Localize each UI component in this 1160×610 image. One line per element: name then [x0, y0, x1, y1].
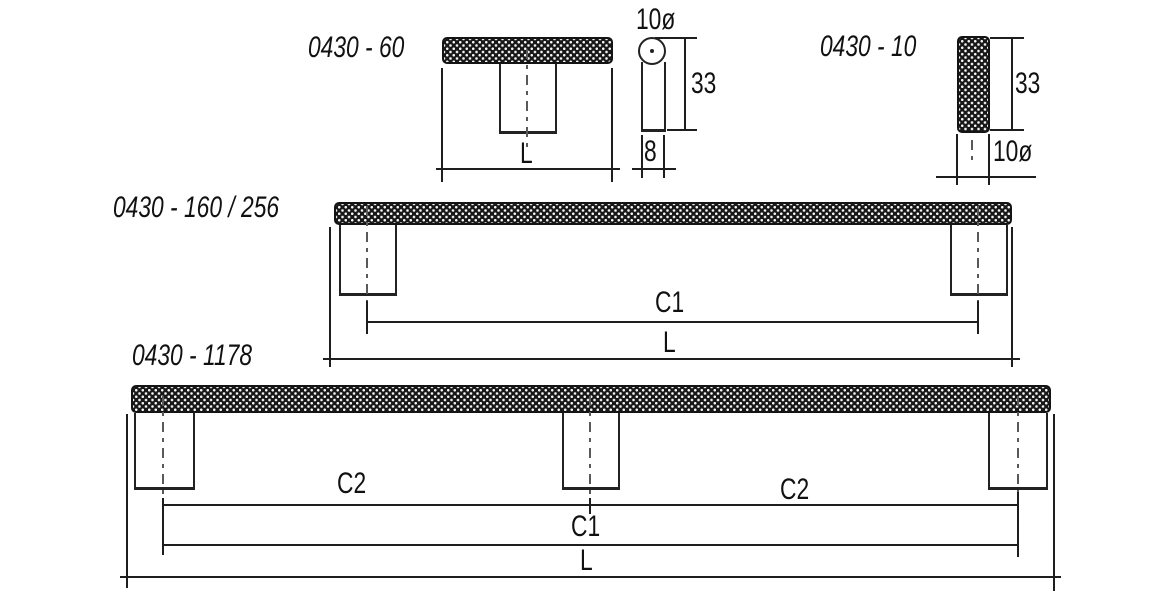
centers-extension-line-right — [1017, 492, 1019, 557]
centers-extension-line-right — [977, 301, 979, 334]
height-extension-line-bottom — [667, 129, 697, 131]
length-extension-line-right — [611, 68, 613, 182]
part-code-0430-1178: 0430 - 1178 — [132, 339, 253, 372]
centers-dimension-label: C1 — [571, 510, 601, 543]
neck-width-dimension-line — [632, 168, 676, 170]
post-centerline-right — [977, 206, 979, 304]
post-centerline-middle — [589, 396, 591, 500]
length-dimension-line — [436, 168, 620, 170]
post-side-profile — [641, 62, 666, 132]
height-dimension-line — [1011, 38, 1013, 131]
diameter-extension-line-left — [956, 134, 958, 185]
diameter-dimension-label: 10ø — [636, 3, 676, 36]
mounting-post-left — [339, 225, 397, 296]
c2-dimension-label-right: C2 — [780, 473, 810, 506]
height-dimension-label: 33 — [691, 67, 717, 100]
height-extension-line-top — [655, 37, 697, 39]
mounting-post-left — [134, 413, 195, 490]
knurled-handle-bar — [131, 385, 1051, 413]
c2-dimension-label-left: C2 — [337, 467, 367, 500]
circle-center-dot — [650, 49, 654, 53]
part-code-0430-10: 0430 - 10 — [820, 30, 917, 63]
knurled-knob — [957, 36, 990, 133]
height-extension-line-top — [990, 37, 1024, 39]
knurled-handle-bar — [334, 202, 1012, 225]
post-centerline-left — [366, 206, 368, 304]
part-code-0430-60: 0430 - 60 — [308, 31, 405, 64]
height-dimension-label: 33 — [1015, 67, 1041, 100]
post-centerline — [526, 49, 528, 149]
length-extension-line-right — [1011, 227, 1013, 367]
length-dimension-label: L — [520, 137, 533, 170]
c2-dimension-line — [162, 504, 1019, 506]
neck-extension-line-right — [663, 135, 665, 178]
knob-centerline — [971, 140, 973, 160]
centers-dimension-label: C1 — [655, 286, 685, 319]
diameter-extension-line-right — [988, 134, 990, 185]
centers-dimension-line — [162, 544, 1019, 546]
length-dimension-label: L — [580, 544, 593, 577]
mounting-post — [499, 64, 557, 134]
post-centerline-left — [162, 396, 164, 500]
length-dimension-label: L — [663, 326, 676, 359]
length-extension-line-left — [126, 414, 128, 588]
length-dimension-line — [120, 576, 1061, 578]
mounting-post-middle — [562, 413, 620, 490]
length-extension-line-left — [441, 68, 443, 182]
diameter-dimension-label: 10ø — [993, 135, 1033, 168]
post-centerline-right — [1017, 396, 1019, 500]
length-dimension-line — [323, 358, 1020, 360]
neck-width-dimension-label: 8 — [644, 135, 657, 168]
length-extension-line-left — [329, 227, 331, 367]
part-code-0430-160-256: 0430 - 160 / 256 — [113, 191, 280, 224]
centers-extension-line-left — [366, 301, 368, 334]
height-dimension-line — [684, 38, 686, 131]
centers-extension-line-left — [162, 498, 164, 555]
mounting-post-right — [950, 225, 1008, 296]
diameter-dimension-line — [936, 176, 1036, 178]
height-extension-line-bottom — [990, 129, 1024, 131]
length-extension-line-right — [1053, 414, 1055, 591]
centers-extension-line-middle — [589, 498, 591, 514]
centers-dimension-line — [366, 321, 979, 323]
neck-extension-line-left — [641, 135, 643, 178]
